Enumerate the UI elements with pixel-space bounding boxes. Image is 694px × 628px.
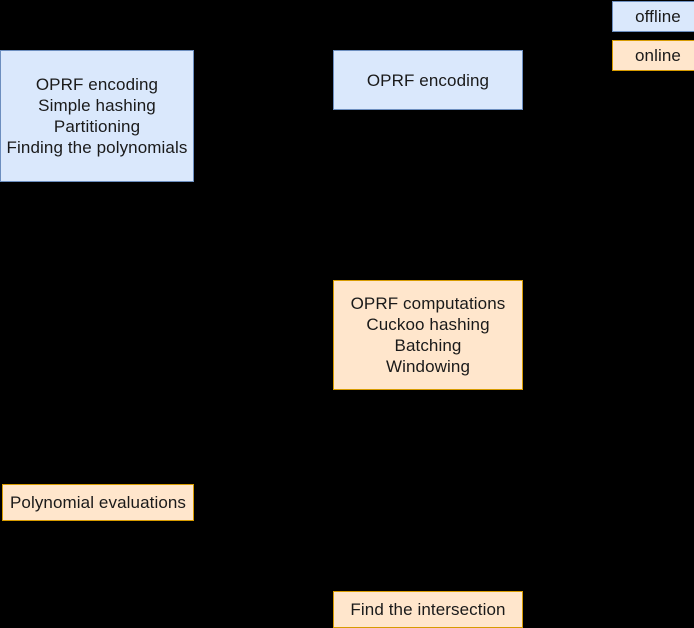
- node-client-online[interactable]: Polynomial evaluations: [2, 484, 194, 521]
- node-find-intersection[interactable]: Find the intersection: [333, 591, 523, 628]
- node-line: OPRF encoding: [35, 75, 159, 94]
- legend-item-offline[interactable]: offline: [612, 1, 694, 32]
- node-line: Find the intersection: [350, 600, 506, 619]
- legend-item-online[interactable]: online: [612, 40, 694, 71]
- node-client-offline[interactable]: OPRF encoding Simple hashing Partitionin…: [0, 50, 194, 182]
- node-line: OPRF encoding: [366, 70, 490, 90]
- node-server-offline[interactable]: OPRF encoding: [333, 50, 523, 110]
- legend-label: offline: [635, 7, 681, 26]
- node-line: Partitioning: [53, 117, 141, 136]
- node-server-online[interactable]: OPRF computations Cuckoo hashing Batchin…: [333, 280, 523, 390]
- node-line: Finding the polynomials: [6, 138, 188, 157]
- node-line: Windowing: [385, 357, 471, 376]
- node-line: OPRF computations: [350, 294, 506, 313]
- node-line: Polynomial evaluations: [9, 493, 187, 512]
- node-line: Simple hashing: [38, 96, 156, 115]
- node-line: Batching: [394, 336, 462, 355]
- legend-label: online: [635, 46, 681, 65]
- node-line: Cuckoo hashing: [366, 315, 490, 334]
